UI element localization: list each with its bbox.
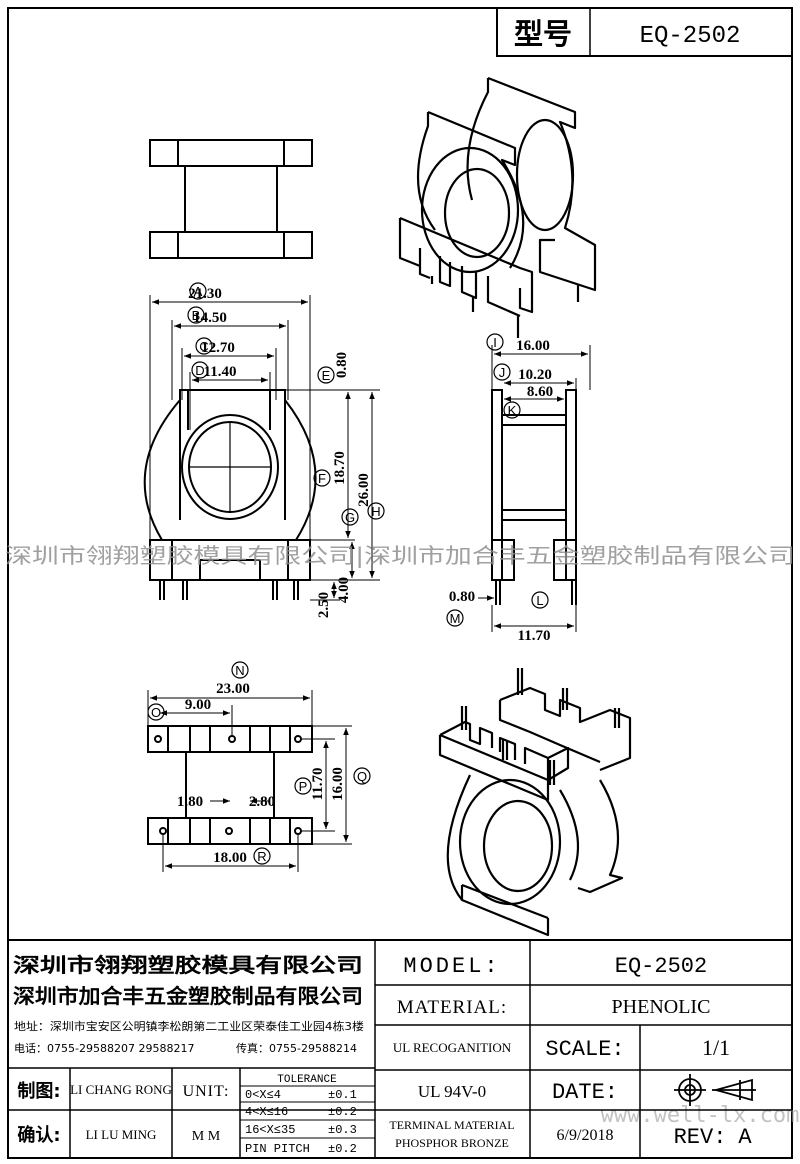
address: 地址：深圳市宝安区公明镇李松朗第二工业区荣泰佳工业园4栋3楼 (14, 1019, 364, 1033)
top-view (149, 139, 313, 259)
model-value: EQ-2502 (615, 954, 707, 979)
projection-symbol-icon (674, 1074, 756, 1106)
letter-A: A (194, 284, 203, 299)
front-view (143, 389, 317, 600)
dim-I: 16.00 (516, 338, 550, 354)
fax: 传真：0755-29588214 (236, 1041, 357, 1055)
tol-range-0: 0<X≤4 (245, 1088, 281, 1102)
drawn-name: LI CHANG RONG (70, 1082, 172, 1097)
material-label: MATERIAL: (397, 997, 507, 1018)
header-model-box: 型号 EQ-2502 (496, 7, 793, 57)
isometric-view-bottom (438, 668, 632, 937)
side-view-dimensions (478, 345, 591, 632)
front-view-letters: A B C D E F G H (187, 282, 385, 526)
front-view-dimensions (149, 295, 380, 601)
company-2: 深圳市加合丰五金塑胶制品有限公司 (13, 984, 363, 1008)
letter-D: D (195, 363, 204, 378)
letter-O: O (151, 705, 161, 720)
letter-M: M (450, 611, 461, 626)
watermark-site: www.well-lx.com (601, 1103, 800, 1128)
bottom-view-letters: N O P Q R (147, 661, 371, 865)
unit-label: UNIT: (183, 1083, 230, 1100)
rev-value: A (738, 1125, 752, 1150)
dim-B: 14.50 (193, 310, 227, 326)
letter-J: J (499, 365, 506, 380)
letter-N: N (235, 663, 244, 678)
side-view-dim-text: 16.00 10.20 8.60 0.80 11.70 (449, 338, 553, 644)
letter-H: H (371, 504, 380, 519)
bottom-view (147, 725, 313, 845)
isometric-view-top (398, 76, 597, 338)
watermark-text: 深圳市翎翔塑胶模具有限公司|深圳市加合丰五金塑胶制品有限公司 (5, 544, 795, 569)
letter-Q: Q (357, 769, 367, 784)
model-label: MODEL: (403, 954, 500, 979)
dim-J: 10.20 (518, 367, 552, 383)
tol-value-3: ±0.2 (328, 1142, 357, 1156)
drawn-label: 制图: (17, 1081, 60, 1102)
letter-B: B (192, 308, 201, 323)
rev-label: REV: (674, 1125, 727, 1150)
dim-Q: 16.00 (330, 767, 346, 801)
ul-label: UL RECOGANITION (393, 1040, 512, 1055)
date-label: DATE: (552, 1080, 618, 1105)
letter-C: C (199, 339, 208, 354)
dim-M: 0.80 (449, 589, 475, 605)
unit-value: M M (192, 1129, 221, 1144)
dim-pitch2: 2.80 (249, 794, 275, 810)
dim-K: 8.60 (527, 384, 553, 400)
letter-P: P (299, 779, 308, 794)
scale-label: SCALE: (545, 1037, 624, 1062)
dim-D: 11.40 (204, 364, 237, 380)
dim-N: 23.00 (216, 681, 250, 697)
terminal-line-2: PHOSPHOR BRONZE (395, 1136, 509, 1150)
dim-R: 18.00 (213, 850, 247, 866)
tol-range-3: PIN PITCH (245, 1142, 310, 1156)
letter-F: F (318, 471, 326, 486)
title-block (8, 939, 792, 1158)
letter-R: R (257, 849, 266, 864)
header-model-label: 型号 (514, 17, 572, 51)
check-label: 确认: (17, 1124, 60, 1146)
dim-L: 11.70 (518, 628, 551, 644)
letter-K: K (508, 403, 517, 418)
dim-O: 9.00 (185, 697, 211, 713)
scale-value: 1/1 (702, 1035, 730, 1060)
letter-G: G (345, 510, 355, 525)
side-view (491, 389, 577, 605)
tol-value-1: ±0.2 (328, 1105, 357, 1119)
check-name: LI LU MING (86, 1127, 157, 1142)
dim-F: 18.70 (332, 451, 348, 485)
title-block-text: 深圳市翎翔塑胶模具有限公司 深圳市加合丰五金塑胶制品有限公司 地址：深圳市宝安区… (13, 953, 752, 1156)
tol-range-1: 4<X≤16 (245, 1105, 288, 1119)
dim-P: 11.70 (310, 768, 326, 801)
terminal-line-1: TERMINAL MATERIAL (389, 1118, 514, 1132)
date-value: 6/9/2018 (557, 1127, 614, 1144)
tolerance-title: TOLERANCE (277, 1074, 337, 1086)
letter-I: I (493, 335, 497, 350)
letter-L: L (536, 593, 543, 608)
dim-H: 26.00 (356, 473, 372, 507)
dim-pin-h: 4.00 (336, 577, 352, 603)
tol-range-2: 16<X≤35 (245, 1123, 295, 1137)
tol-value-0: ±0.1 (328, 1088, 357, 1102)
dim-E: 0.80 (334, 352, 350, 378)
side-view-letters: I J K L M (446, 333, 549, 627)
bottom-view-dim-text: 23.00 9.00 11.70 16.00 18.00 1.80 2.80 (177, 681, 346, 866)
dim-pitch1: 1.80 (177, 794, 203, 810)
tol-value-2: ±0.3 (328, 1123, 357, 1137)
sheet-border (7, 7, 793, 1159)
material-value: PHENOLIC (612, 996, 711, 1018)
ul-value: UL 94V-0 (418, 1082, 486, 1101)
phone: 电话：0755-29588207 29588217 (14, 1042, 194, 1055)
letter-E: E (322, 368, 331, 383)
header-model-value: EQ-2502 (640, 23, 741, 50)
dim-pin-len: 2.50 (316, 592, 332, 618)
front-view-dim-text: 21.30 14.50 12.70 11.40 0.80 18.70 26.00… (188, 286, 372, 618)
company-1: 深圳市翎翔塑胶模具有限公司 (13, 953, 363, 977)
bottom-view-dimensions (147, 690, 352, 872)
